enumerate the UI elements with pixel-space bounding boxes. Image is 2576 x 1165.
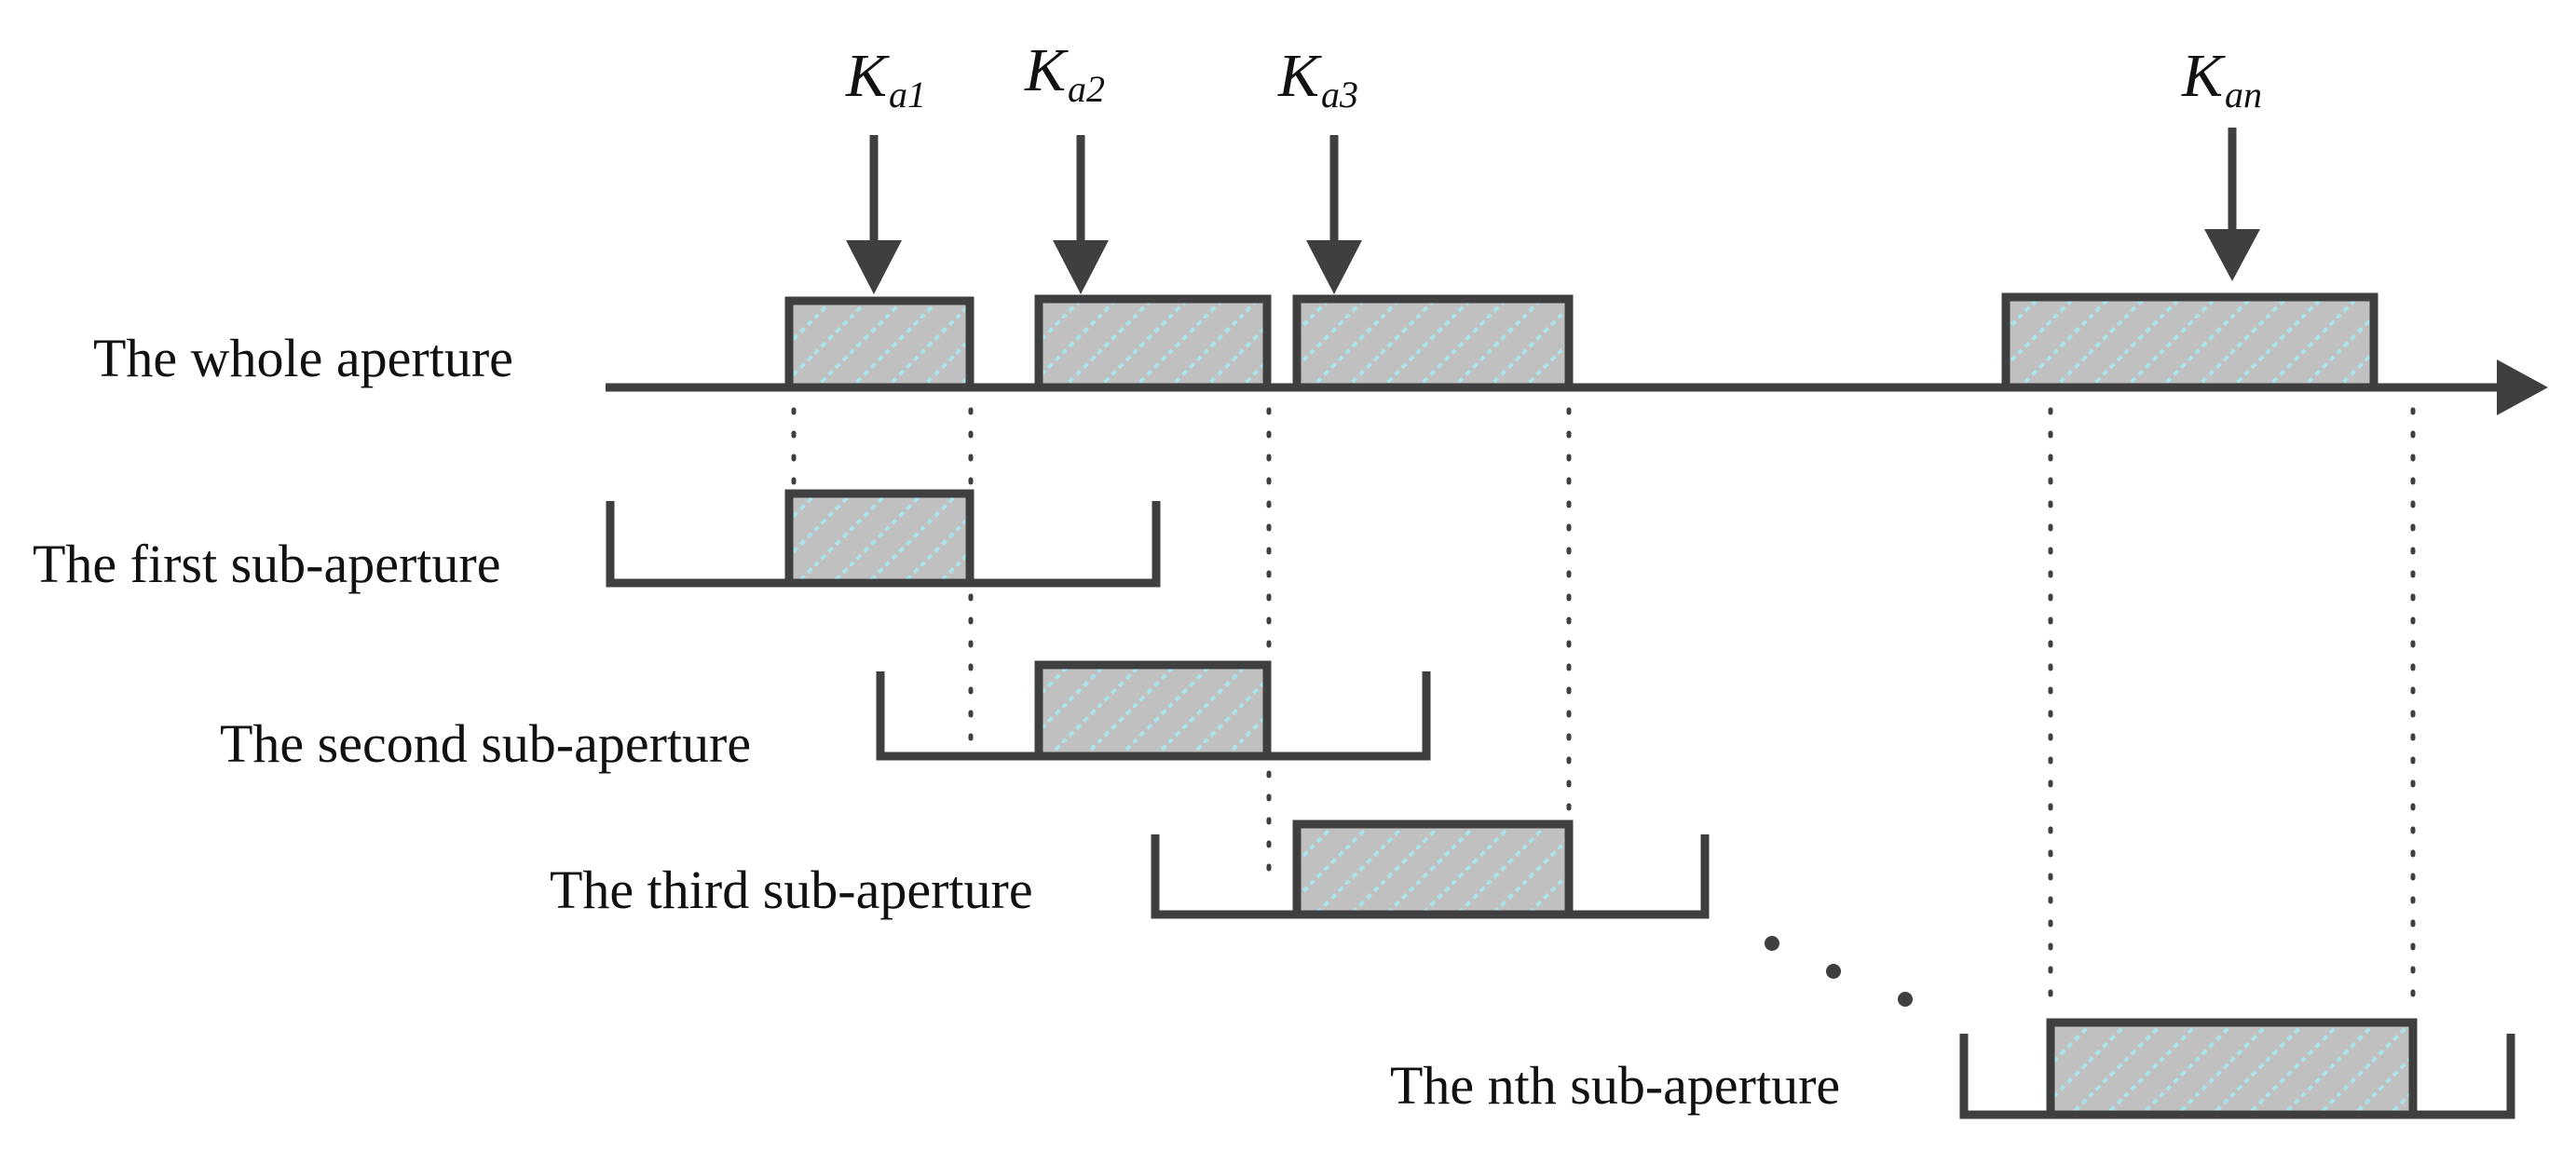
whole-block-3: [1292, 294, 1574, 392]
second-sub-aperture-label: The second sub-aperture: [220, 713, 751, 774]
second-sub-aperture-block: [1034, 660, 1272, 761]
whole-aperture-label: The whole aperture: [93, 328, 513, 388]
arrow-k-an: [2204, 128, 2260, 281]
projection-lines: [791, 407, 2416, 1018]
k-a2-label: Ka2: [1024, 36, 1105, 110]
whole-block-2: [1034, 294, 1272, 392]
first-sub-aperture-block: [784, 489, 975, 588]
k-a3-label: Ka3: [1277, 42, 1358, 115]
arrow-k-a3: [1306, 135, 1362, 294]
third-sub-aperture-label: The third sub-aperture: [550, 860, 1033, 920]
whole-block-n: [2001, 292, 2378, 392]
arrow-k-a2: [1053, 135, 1109, 294]
arrow-k-a1: [846, 135, 902, 294]
nth-sub-aperture-label: The nth sub-aperture: [1390, 1055, 1840, 1116]
nth-sub-aperture-block: [2046, 1018, 2418, 1119]
ellipsis-dots: [1765, 936, 1913, 1007]
third-sub-aperture-block: [1292, 820, 1574, 919]
first-sub-aperture-label: The first sub-aperture: [33, 534, 500, 594]
whole-block-1: [784, 296, 975, 392]
k-a1-label: Ka1: [845, 42, 926, 115]
k-an-label: Kan: [2181, 42, 2262, 115]
